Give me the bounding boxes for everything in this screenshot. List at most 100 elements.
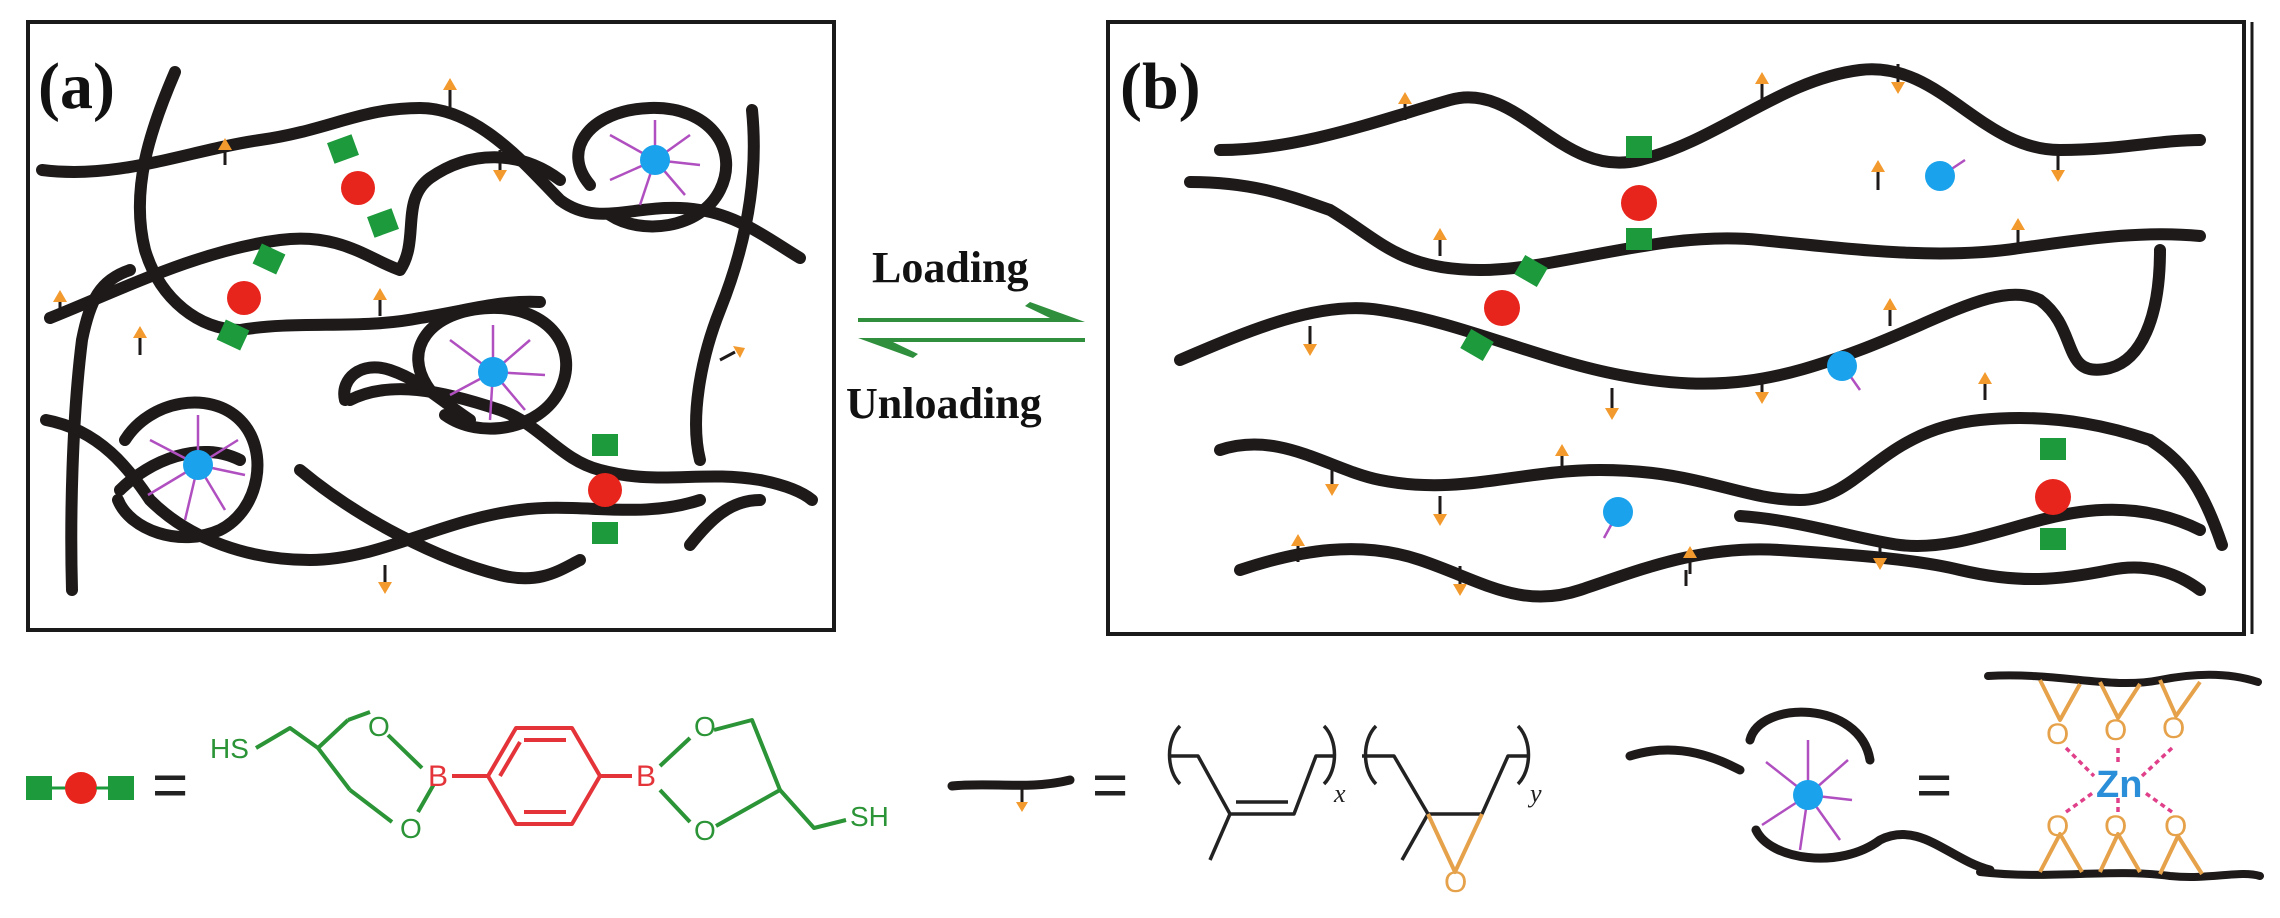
chain-a10 (338, 361, 476, 426)
reverse-arrow (858, 338, 1085, 358)
svg-text:O: O (2046, 810, 2069, 843)
crosslinker-b2 (1460, 254, 1548, 362)
panel-a-label: (a) (38, 50, 115, 123)
zn-free-b1 (1925, 158, 1966, 191)
zinc-ion (640, 145, 670, 175)
crosslinker-a1 (327, 134, 399, 238)
epoxy-pendant (53, 290, 67, 318)
svg-text:O: O (400, 813, 422, 844)
zinc-ion (183, 450, 213, 480)
chain-a2 (133, 66, 246, 336)
svg-text:O: O (368, 711, 390, 742)
epoxy-pendant (218, 138, 232, 165)
chain-b5 (1234, 543, 2206, 603)
svg-text:O: O (1444, 866, 1467, 899)
epoxy-pendant (1433, 496, 1447, 526)
svg-text:O: O (2104, 810, 2127, 843)
epoxy-pendant (1871, 160, 1885, 190)
svg-text:O: O (2104, 714, 2127, 747)
chain-a9 (294, 464, 586, 585)
epoxy-pendant (1873, 540, 1887, 570)
loading-label: Loading (872, 243, 1029, 292)
zinc-ion (1827, 351, 1857, 381)
epoxy-pendant (1891, 64, 1905, 94)
equilibrium-arrows: Loading Unloading (846, 243, 1085, 428)
zn-free-b2 (1827, 351, 1862, 391)
loop-a3 (112, 396, 264, 544)
epoxy-pendant (1683, 546, 1697, 574)
legend: = HS O O B B (26, 670, 2264, 899)
epoxy-pendant (1978, 372, 1992, 400)
svg-text:O: O (694, 711, 716, 742)
legend-coordination: = O O O O O O Zn (1625, 670, 2264, 881)
chain-b1 (1214, 63, 2206, 169)
atom-sh: SH (850, 801, 889, 832)
svg-text:B: B (428, 760, 448, 793)
epoxy-pendant (133, 326, 147, 355)
epoxy-pendant (2051, 150, 2065, 182)
equals-sign: = (1916, 751, 1952, 820)
zn-site-a3 (112, 396, 264, 544)
panel-b-label: (b) (1120, 50, 1201, 123)
forward-arrow (858, 302, 1085, 322)
epoxy-pendant (443, 78, 457, 108)
chain-a11 (684, 494, 766, 551)
coord-loop-chain (1625, 745, 1745, 775)
polymer-structure: x O y (1167, 724, 1542, 899)
crosslinker-symbol-end (26, 776, 52, 800)
crosslinker-a2 (216, 243, 286, 351)
epoxy-pendant (1291, 534, 1305, 562)
pendants-b (1291, 64, 2065, 596)
zn-site-a1 (572, 101, 733, 233)
equals-sign: = (152, 751, 188, 820)
epoxy-pendant (1398, 92, 1412, 120)
chain-a12 (114, 446, 246, 496)
svg-text:O: O (2162, 712, 2185, 745)
epoxy-pendant (1303, 326, 1317, 356)
epoxy-pendant (493, 150, 507, 182)
zinc-ion (1925, 161, 1955, 191)
crosslinker-b3 (2035, 438, 2071, 550)
atom-hs: HS (210, 733, 249, 764)
zn-site-a2 (412, 301, 573, 435)
crosslinker-b1 (1621, 136, 1657, 250)
panel-a: (a) (26, 20, 836, 632)
chain-a8 (690, 104, 760, 466)
phenyl-ring (486, 726, 602, 826)
panel-b: (b) (1106, 20, 2254, 636)
crosslinker-a3 (588, 434, 622, 544)
crosslinker-symbol-core (65, 772, 97, 804)
epoxy-pendant (373, 288, 387, 316)
subscript-y: y (1527, 779, 1542, 808)
epoxy-pendant (1555, 444, 1569, 474)
chain-b4 (1214, 412, 2228, 551)
epoxy-pendant (1433, 228, 1447, 256)
epoxy-pendant (2011, 218, 2025, 248)
zinc-label: Zn (2096, 764, 2142, 806)
svg-text:O: O (2164, 810, 2187, 843)
epoxy-pendant (1325, 466, 1339, 496)
chain-a3 (44, 151, 566, 324)
loop-a2 (412, 301, 573, 435)
subscript-x: x (1333, 779, 1346, 808)
svg-text:B: B (636, 760, 656, 793)
loop-a1 (572, 101, 733, 233)
unloading-label: Unloading (846, 379, 1042, 428)
zinc-ion (478, 357, 508, 387)
svg-text:O: O (2046, 718, 2069, 751)
epoxy-pendant (719, 346, 745, 362)
equals-sign: = (1092, 751, 1128, 820)
chain-a4 (65, 264, 136, 596)
zn-coordination-structure: O O O O O O Zn (1976, 670, 2264, 881)
legend-crosslinker: = HS O O B B (26, 710, 889, 846)
epoxy-pendant (1755, 374, 1769, 404)
epoxy-pendant (1453, 566, 1467, 596)
polymer-symbol (947, 775, 1075, 791)
crosslinker-symbol-end (108, 776, 134, 800)
chain-b6 (1734, 503, 2206, 552)
legend-polymer: = x O y (947, 724, 1542, 899)
epoxy-pendant (378, 565, 392, 594)
pendants-a (53, 78, 745, 594)
panel-b-frame (1106, 20, 2246, 636)
